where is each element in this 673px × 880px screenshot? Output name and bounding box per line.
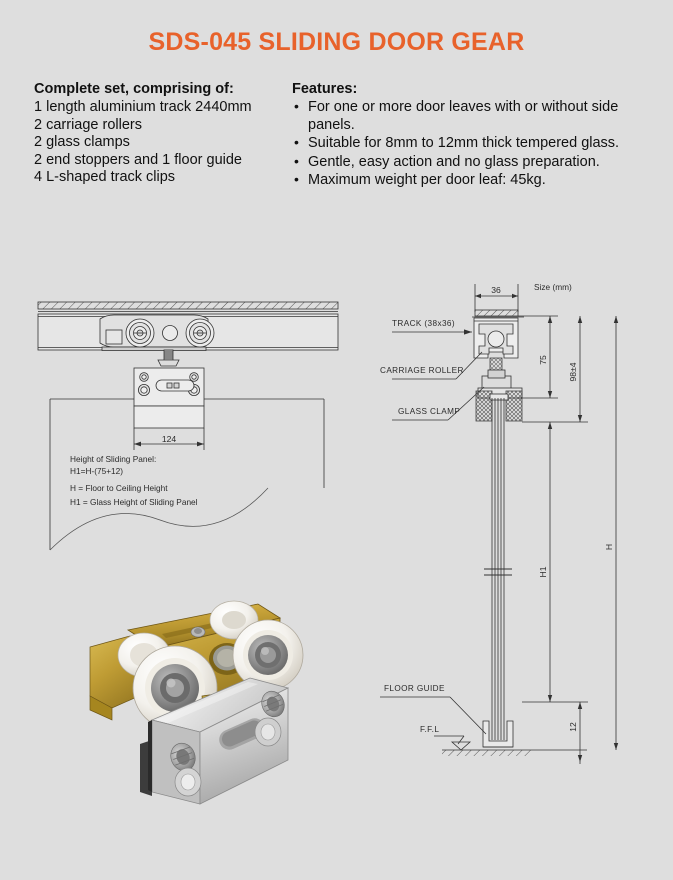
bullet-icon: • (294, 134, 299, 150)
dimension-98: 98±4 (568, 362, 578, 381)
dimension-12: 12 (568, 722, 578, 732)
dimension-75: 75 (538, 355, 548, 365)
page-title: SDS-045 SLIDING DOOR GEAR (148, 28, 525, 56)
bullet-icon: • (294, 98, 299, 114)
note-line: H1 = Glass Height of Sliding Panel (70, 497, 198, 507)
dimension-h1: H1 (538, 566, 548, 577)
feature-text: Gentle, easy action and no glass prepara… (308, 153, 600, 170)
feature-list-item: • For one or more door leaves with or wi… (292, 98, 652, 134)
callout-carriage-roller: CARRIAGE ROLLER (380, 366, 464, 375)
feature-text: Maximum weight per door leaf: 45kg. (308, 172, 546, 188)
carriage-roller-glass-clamp-photo (52, 592, 342, 807)
note-line: H1=H-(75+12) (70, 466, 123, 476)
complete-set-item: 4 L-shaped track clips (34, 169, 176, 185)
note-line: H = Floor to Ceiling Height (70, 483, 168, 493)
callout-ffl: F.F.L (420, 725, 439, 734)
feature-list-item: • Gentle, easy action and no glass prepa… (292, 152, 652, 172)
complete-set-item: 2 glass clamps (34, 134, 130, 150)
complete-set-item: 1 length aluminium track 2440mm (34, 99, 252, 115)
complete-set-item: 2 carriage rollers (34, 116, 142, 133)
elevation-detail-drawing: 124 Height of Sliding Panel: H1=H-(75+12… (34, 292, 354, 562)
complete-set-block: Complete set, comprising of: 1 length al… (34, 80, 284, 187)
section-dimension-drawing: Size (mm) 36 75 98±4 H1 H 12 TRACK (38x3… (372, 272, 667, 802)
bullet-icon: • (294, 171, 299, 187)
size-unit-note: Size (mm) (534, 282, 572, 292)
features-heading: Features: (292, 81, 358, 97)
dimension-36: 36 (491, 285, 501, 295)
bullet-icon: • (294, 152, 299, 169)
feature-list-item: • Suitable for 8mm to 12mm thick tempere… (292, 134, 652, 153)
note-line: Height of Sliding Panel: (70, 454, 156, 464)
callout-floor-guide: FLOOR GUIDE (384, 684, 445, 693)
callout-glass-clamp: GLASS CLAMP (398, 407, 460, 416)
dimension-124: 124 (162, 434, 177, 444)
dimension-h: H (604, 544, 614, 550)
features-block: Features: • For one or more door leaves … (292, 80, 652, 190)
feature-list-item: • Maximum weight per door leaf: 45kg. (292, 171, 652, 190)
complete-set-item: 2 end stoppers and 1 floor guide (34, 151, 242, 168)
feature-text: For one or more door leaves with or with… (308, 99, 619, 133)
complete-set-heading: Complete set, comprising of: (34, 81, 234, 97)
product-photo-svg (52, 592, 342, 807)
callout-track: TRACK (38x36) (392, 319, 455, 328)
feature-text: Suitable for 8mm to 12mm thick tempered … (308, 135, 620, 151)
